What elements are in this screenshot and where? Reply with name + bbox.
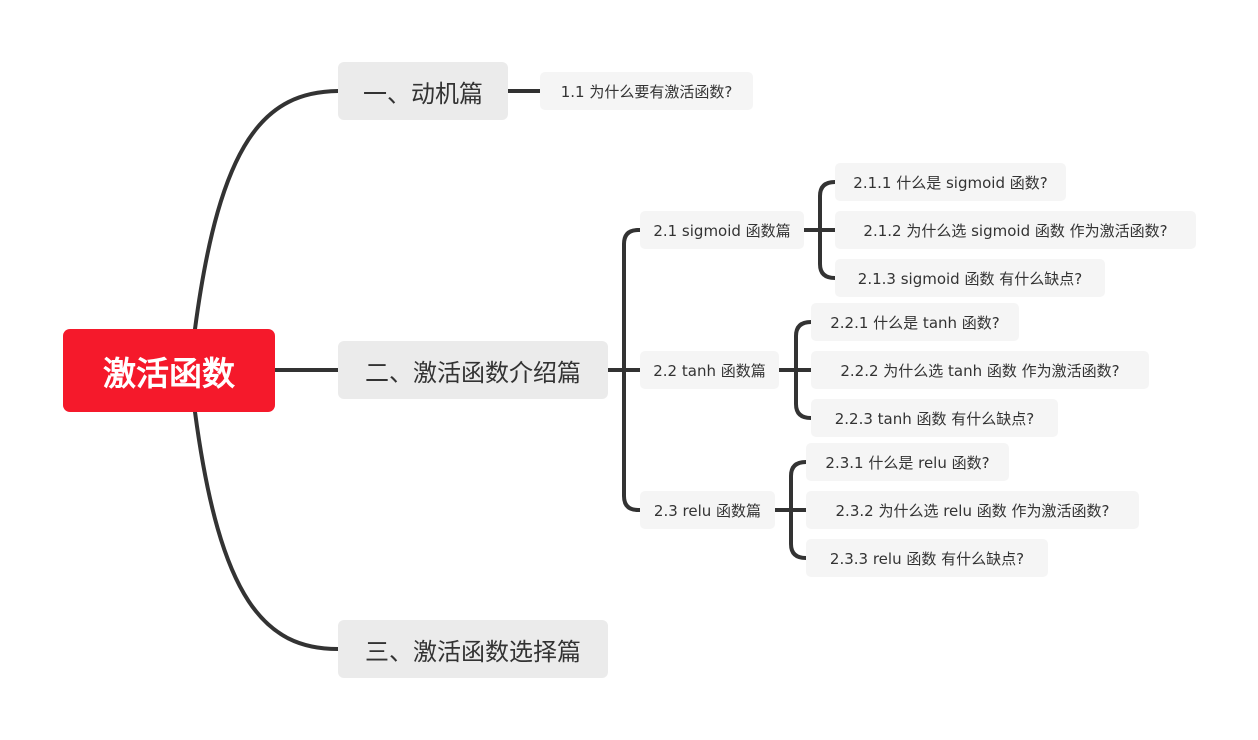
root-node[interactable]: 激活函数 bbox=[63, 329, 275, 412]
topic-2-3-label: 2.3 relu 函数篇 bbox=[653, 501, 762, 520]
topic-2-3-relu[interactable]: 2.3 relu 函数篇 bbox=[640, 491, 775, 529]
branch-activation-selection-label: 三、激活函数选择篇 bbox=[365, 637, 581, 666]
topic-2-2-label: 2.2 tanh 函数篇 bbox=[653, 361, 766, 380]
topic-1-1-label: 1.1 为什么要有激活函数? bbox=[560, 82, 733, 101]
leaf-2-3-2[interactable]: 2.3.2 为什么选 relu 函数 作为激活函数? bbox=[806, 491, 1139, 529]
leaf-2-3-2-label: 2.3.2 为什么选 relu 函数 作为激活函数? bbox=[835, 501, 1110, 520]
branch-motivation[interactable]: 一、动机篇 bbox=[338, 62, 508, 120]
leaf-2-3-3-label: 2.3.3 relu 函数 有什么缺点? bbox=[829, 549, 1025, 568]
branch-activation-intro-label: 二、激活函数介绍篇 bbox=[365, 358, 581, 387]
topic-2-2-tanh[interactable]: 2.2 tanh 函数篇 bbox=[640, 351, 779, 389]
leaf-2-3-1-label: 2.3.1 什么是 relu 函数? bbox=[825, 453, 990, 472]
leaf-2-2-3-label: 2.2.3 tanh 函数 有什么缺点? bbox=[834, 409, 1035, 428]
root-label: 激活函数 bbox=[103, 353, 235, 393]
topic-2-1-sigmoid[interactable]: 2.1 sigmoid 函数篇 bbox=[640, 211, 804, 249]
connector-root-to-motivation bbox=[193, 89, 340, 331]
leaf-2-1-3[interactable]: 2.1.3 sigmoid 函数 有什么缺点? bbox=[835, 259, 1105, 297]
branch-motivation-label: 一、动机篇 bbox=[363, 79, 483, 108]
leaf-2-1-2-label: 2.1.2 为什么选 sigmoid 函数 作为激活函数? bbox=[863, 221, 1168, 240]
leaf-2-1-1[interactable]: 2.1.1 什么是 sigmoid 函数? bbox=[835, 163, 1066, 201]
topic-1-1[interactable]: 1.1 为什么要有激活函数? bbox=[540, 72, 753, 110]
topic-2-1-label: 2.1 sigmoid 函数篇 bbox=[653, 221, 791, 240]
leaf-2-2-1[interactable]: 2.2.1 什么是 tanh 函数? bbox=[811, 303, 1019, 341]
leaf-2-3-3[interactable]: 2.3.3 relu 函数 有什么缺点? bbox=[806, 539, 1048, 577]
leaf-2-2-1-label: 2.2.1 什么是 tanh 函数? bbox=[830, 313, 1000, 332]
leaf-2-1-2[interactable]: 2.1.2 为什么选 sigmoid 函数 作为激活函数? bbox=[835, 211, 1196, 249]
branch-activation-selection[interactable]: 三、激活函数选择篇 bbox=[338, 620, 608, 678]
leaf-2-3-1[interactable]: 2.3.1 什么是 relu 函数? bbox=[806, 443, 1009, 481]
leaf-2-1-3-label: 2.1.3 sigmoid 函数 有什么缺点? bbox=[857, 269, 1083, 288]
leaf-2-1-1-label: 2.1.1 什么是 sigmoid 函数? bbox=[853, 173, 1048, 192]
branch-activation-intro[interactable]: 二、激活函数介绍篇 bbox=[338, 341, 608, 399]
leaf-2-2-3[interactable]: 2.2.3 tanh 函数 有什么缺点? bbox=[811, 399, 1058, 437]
connector-root-to-selection bbox=[193, 410, 340, 651]
leaf-2-2-2[interactable]: 2.2.2 为什么选 tanh 函数 作为激活函数? bbox=[811, 351, 1149, 389]
leaf-2-2-2-label: 2.2.2 为什么选 tanh 函数 作为激活函数? bbox=[840, 361, 1120, 380]
